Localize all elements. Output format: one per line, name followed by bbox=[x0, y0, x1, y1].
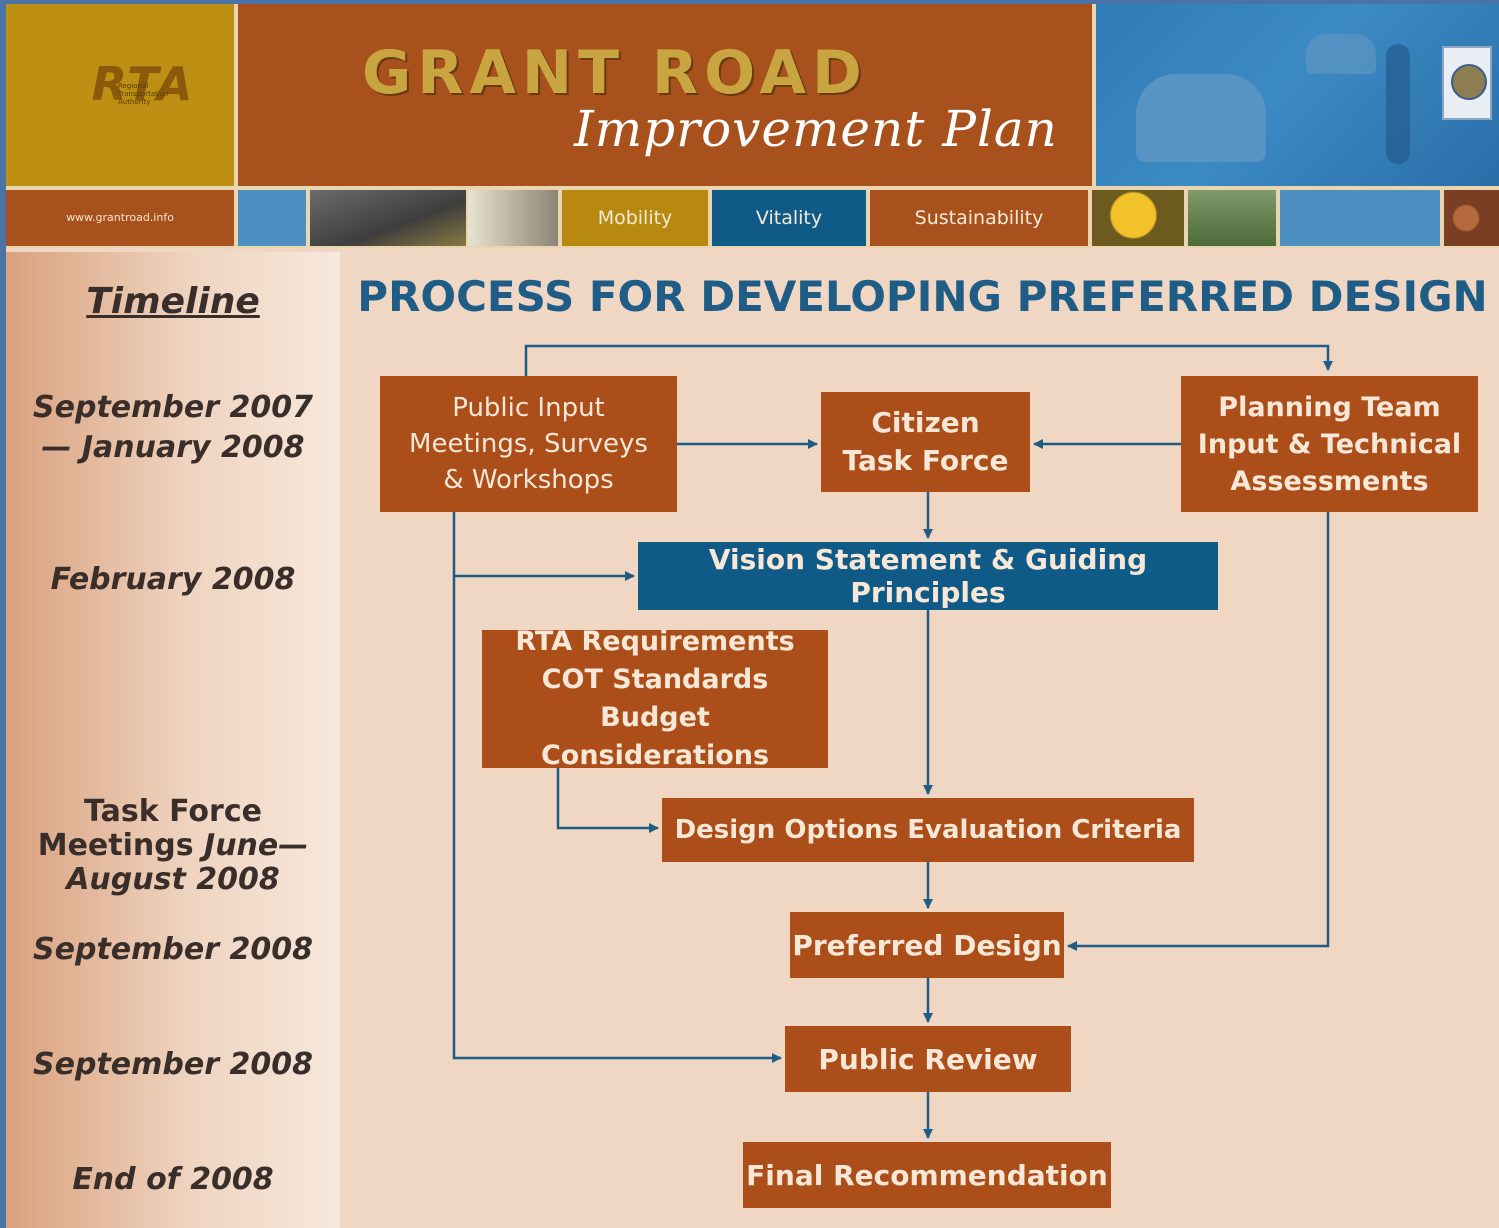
node-label: Planning Team Input & Technical Assessme… bbox=[1197, 391, 1462, 497]
building-photo-tile bbox=[468, 190, 558, 246]
cyclist-silhouette bbox=[1386, 44, 1410, 164]
node-label: Public Input Meetings, Surveys & Worksho… bbox=[409, 393, 648, 495]
timeline-heading: Timeline bbox=[86, 281, 260, 322]
node-final-recommendation: Final Recommendation bbox=[743, 1142, 1111, 1208]
timeline-item: September 2008 bbox=[33, 932, 313, 967]
flower-photo-tile bbox=[1092, 190, 1184, 246]
connector-arrow bbox=[452, 512, 782, 1063]
car-silhouette bbox=[1306, 34, 1376, 74]
node-label: RTA Requirements COT Standards Budget Co… bbox=[515, 626, 795, 771]
header-banner: RTA Regional Transportation Authority GR… bbox=[6, 4, 1499, 186]
timeline-item-text: Task Force bbox=[84, 794, 262, 829]
sky-photo-tile bbox=[1280, 190, 1440, 246]
node-rta-requirements: RTA Requirements COT Standards Budget Co… bbox=[482, 626, 828, 771]
project-title: GRANT ROAD bbox=[362, 38, 868, 108]
flow-connectors bbox=[452, 344, 1333, 1139]
node-label: Citizen Task Force bbox=[842, 406, 1009, 477]
road-photo-tile bbox=[310, 190, 466, 246]
diagram-title: PROCESS FOR DEVELOPING PREFERRED DESIGN bbox=[357, 272, 1488, 321]
timeline-column: Timeline September 2007 — January 2008 F… bbox=[6, 252, 340, 1228]
project-subtitle: Improvement Plan bbox=[574, 100, 1058, 158]
rta-logo-text: RTA bbox=[91, 57, 195, 111]
node-label: Design Options Evaluation Criteria bbox=[674, 815, 1182, 845]
tag-sustainability: Sustainability bbox=[870, 190, 1088, 246]
timeline-item: End of 2008 bbox=[72, 1162, 274, 1197]
website-url: www.grantroad.info bbox=[6, 190, 234, 246]
car-silhouette bbox=[1136, 74, 1266, 162]
node-label: Preferred Design bbox=[792, 928, 1062, 962]
rta-logo-subtitle: Regional Transportation Authority bbox=[118, 82, 169, 106]
node-preferred-design: Preferred Design bbox=[790, 912, 1064, 978]
node-citizen-task-force: Citizen Task Force bbox=[821, 392, 1030, 492]
street-photo bbox=[1092, 4, 1499, 186]
photo-tile bbox=[238, 190, 306, 246]
timeline-item: Task Force bbox=[6, 792, 340, 832]
header-strip: www.grantroad.info Mobility Vitality Sus… bbox=[6, 186, 1499, 248]
timeline-item: February 2008 bbox=[50, 562, 296, 597]
node-design-options: Design Options Evaluation Criteria bbox=[662, 798, 1194, 862]
timeline-item: August 2008 bbox=[66, 862, 280, 897]
node-planning-team: Planning Team Input & Technical Assessme… bbox=[1181, 376, 1478, 512]
connector-arrow bbox=[524, 344, 1333, 376]
rta-logo: RTA Regional Transportation Authority bbox=[6, 4, 238, 186]
connector-arrow bbox=[1067, 512, 1330, 951]
timeline-item: September 2007 bbox=[33, 390, 313, 425]
timeline-item: Meetings June— bbox=[6, 826, 340, 866]
city-seal-icon bbox=[1442, 46, 1492, 120]
rocks-photo-tile bbox=[1444, 190, 1499, 246]
node-public-input: Public Input Meetings, Surveys & Worksho… bbox=[380, 376, 677, 512]
node-label: Public Review bbox=[818, 1042, 1038, 1076]
node-public-review: Public Review bbox=[785, 1026, 1071, 1092]
node-vision-statement: Vision Statement & Guiding Principles bbox=[638, 542, 1218, 610]
timeline-item-text: June— bbox=[204, 828, 309, 863]
park-photo-tile bbox=[1188, 190, 1276, 246]
timeline-item: September 2008 bbox=[33, 1047, 313, 1082]
tag-vitality: Vitality bbox=[712, 190, 866, 246]
node-label: Final Recommendation bbox=[746, 1158, 1108, 1192]
timeline-item-text: Meetings bbox=[37, 828, 194, 863]
tag-mobility: Mobility bbox=[562, 190, 708, 246]
connector-arrow bbox=[556, 768, 659, 833]
poster: RTA Regional Transportation Authority GR… bbox=[6, 4, 1499, 1228]
timeline-item: — January 2008 bbox=[41, 430, 305, 465]
node-label: Vision Statement & Guiding Principles bbox=[708, 543, 1148, 609]
